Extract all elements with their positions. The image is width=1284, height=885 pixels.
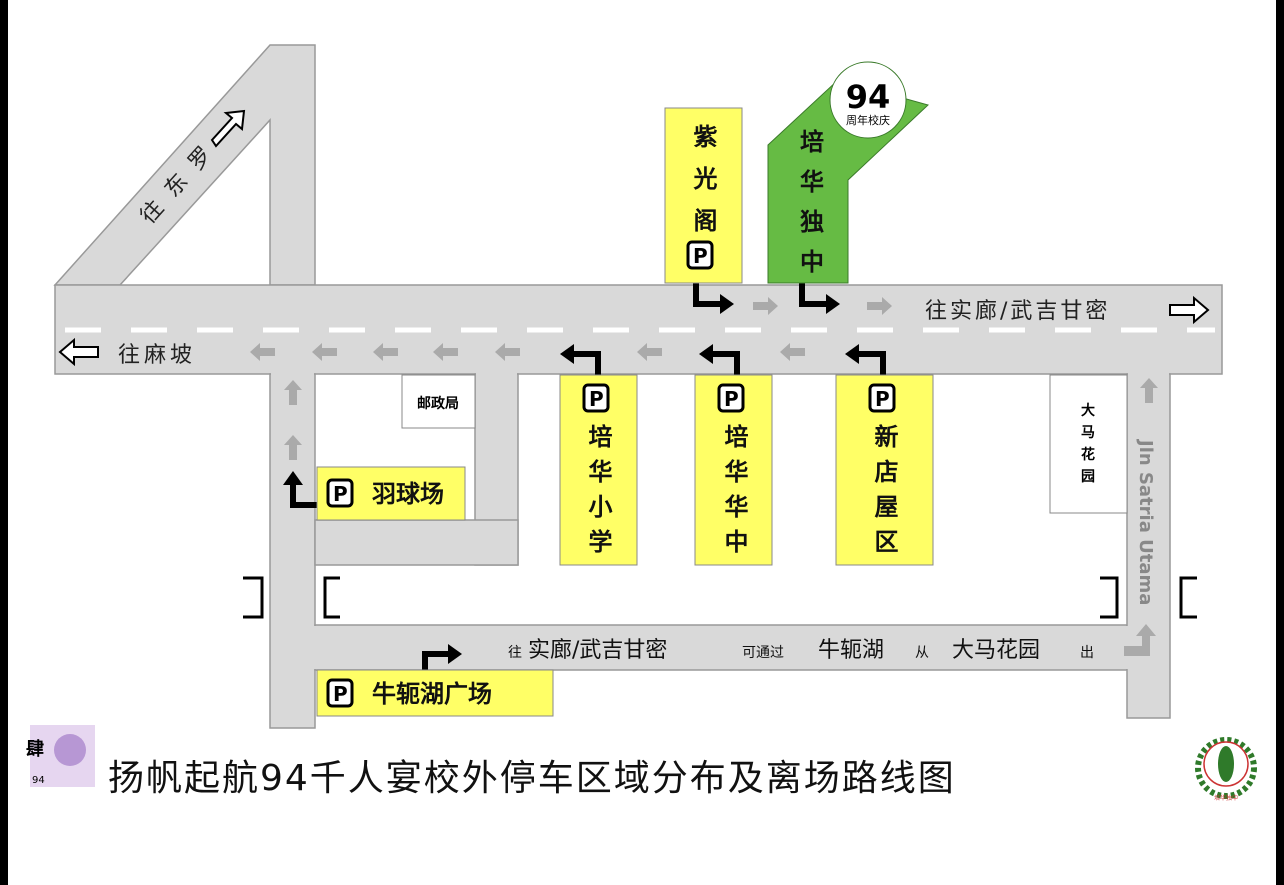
parking-label: 培华华中	[720, 423, 748, 564]
map-title: 扬帆起航94千人宴校外停车区域分布及离场路线图	[108, 758, 956, 799]
svg-text:周年校庆: 周年校庆	[846, 113, 890, 127]
post-office: 邮政局	[401, 374, 476, 429]
exit-arrows	[290, 282, 886, 678]
svg-text:P: P	[589, 387, 604, 411]
svg-text:培华独中: 培华独中	[1214, 794, 1238, 802]
svg-text:实廊/武吉甘密: 实廊/武吉甘密	[528, 638, 667, 663]
arrow-left-icon	[58, 337, 99, 367]
main-road	[54, 284, 1223, 375]
svg-text:往: 往	[508, 645, 522, 661]
svg-text:培: 培	[800, 128, 824, 156]
svg-text:94: 94	[32, 775, 45, 786]
logo-right: 培华独中	[1195, 737, 1257, 802]
logo-left: 肆 94	[26, 725, 95, 787]
svg-text:羽球场: 羽球场	[372, 480, 444, 508]
parking-label: 紫光阁	[689, 124, 718, 250]
svg-text:出: 出	[1080, 645, 1094, 661]
svg-text:大: 大	[1081, 402, 1095, 419]
svg-text:牛轭湖广场: 牛轭湖广场	[372, 680, 492, 708]
svg-text:园: 园	[1081, 469, 1095, 485]
parking-label: 新店屋区	[870, 423, 898, 564]
arrow-right-icon	[1169, 295, 1210, 325]
taman-daman: 大 马 花 园	[1049, 374, 1128, 514]
svg-text:P: P	[333, 682, 348, 706]
svg-text:94: 94	[846, 78, 891, 116]
road-label-jln-satria-utama: Jln Satria Utama	[1135, 438, 1156, 605]
svg-text:邮政局: 邮政局	[417, 395, 459, 412]
svg-text:肆: 肆	[26, 738, 44, 760]
svg-text:P: P	[693, 244, 708, 268]
arrow-up-right-icon	[210, 109, 246, 148]
svg-text:P: P	[875, 387, 890, 411]
svg-text:马: 马	[1081, 425, 1095, 441]
exit-route-note: 往 实廊/武吉甘密 可通过 牛轭湖 从 大马花园 出	[508, 638, 1094, 663]
brackets	[243, 576, 1197, 619]
left-vertical-road	[269, 373, 316, 729]
svg-text:牛轭湖: 牛轭湖	[818, 638, 884, 663]
svg-text:P: P	[333, 482, 348, 506]
svg-text:中: 中	[800, 248, 824, 276]
arrow-heads	[283, 294, 859, 664]
svg-text:华: 华	[800, 168, 824, 196]
traffic-arrows	[250, 297, 1158, 656]
anniversary-badge: 94 周年校庆	[829, 61, 907, 139]
road-label-to-muar: 往麻坡	[118, 343, 196, 368]
svg-text:从: 从	[915, 645, 929, 661]
svg-text:可通过: 可通过	[742, 645, 784, 661]
svg-text:大马花园: 大马花园	[952, 638, 1040, 663]
svg-text:花: 花	[1081, 446, 1095, 463]
svg-text:P: P	[724, 387, 739, 411]
parking-icons: P P P P P P	[326, 240, 896, 708]
parking-label: 培华小学	[584, 423, 612, 564]
parking-niuehu-plaza[interactable]: 牛轭湖广场	[316, 669, 554, 717]
road-label-to-seri-alam: 往实廊/武吉甘密	[925, 299, 1110, 324]
svg-text:独: 独	[800, 208, 824, 236]
